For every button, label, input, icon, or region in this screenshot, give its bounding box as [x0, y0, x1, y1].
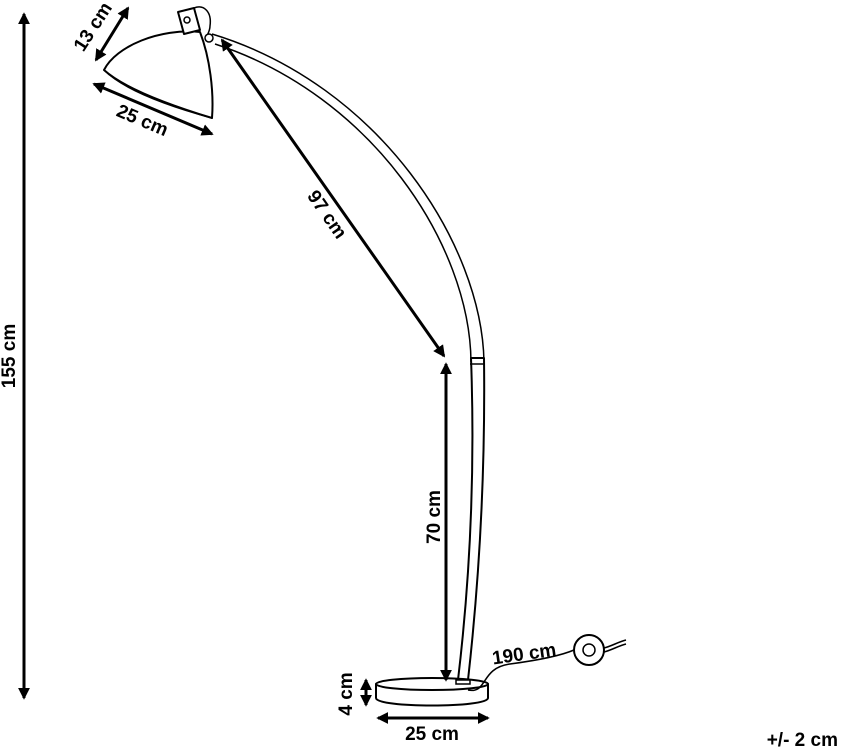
- shade-diameter-label: 25 cm: [113, 101, 171, 141]
- pole-height-label: 70 cm: [424, 490, 445, 544]
- foot-switch-outer: [573, 634, 605, 666]
- hinge-knob: [204, 33, 214, 43]
- lower-pole: [457, 357, 486, 681]
- shade-socket: [177, 7, 201, 35]
- total-height-label: 155 cm: [0, 324, 20, 388]
- base-height-label: 4 cm: [336, 672, 357, 715]
- shade-height-arrow: [94, 6, 130, 62]
- arm-length-arrow: [220, 38, 446, 358]
- cable-end-2: [603, 643, 627, 653]
- foot-switch-inner: [582, 643, 596, 657]
- socket-screw: [183, 16, 191, 24]
- lamp-drawing: [103, 6, 627, 707]
- base-top: [375, 677, 489, 691]
- tolerance-label: +/- 2 cm: [767, 730, 838, 751]
- base-foot: [455, 679, 471, 685]
- arc-arm-inner: [214, 43, 472, 363]
- shade-height-label: 13 cm: [70, 0, 117, 55]
- dimension-arrows: [18, 6, 490, 724]
- cable-length-label: 190 cm: [491, 640, 558, 670]
- base-diameter-label: 25 cm: [405, 724, 459, 745]
- power-cable: [467, 649, 575, 692]
- cable-end: [603, 639, 627, 649]
- shade-diameter-arrow: [92, 82, 214, 136]
